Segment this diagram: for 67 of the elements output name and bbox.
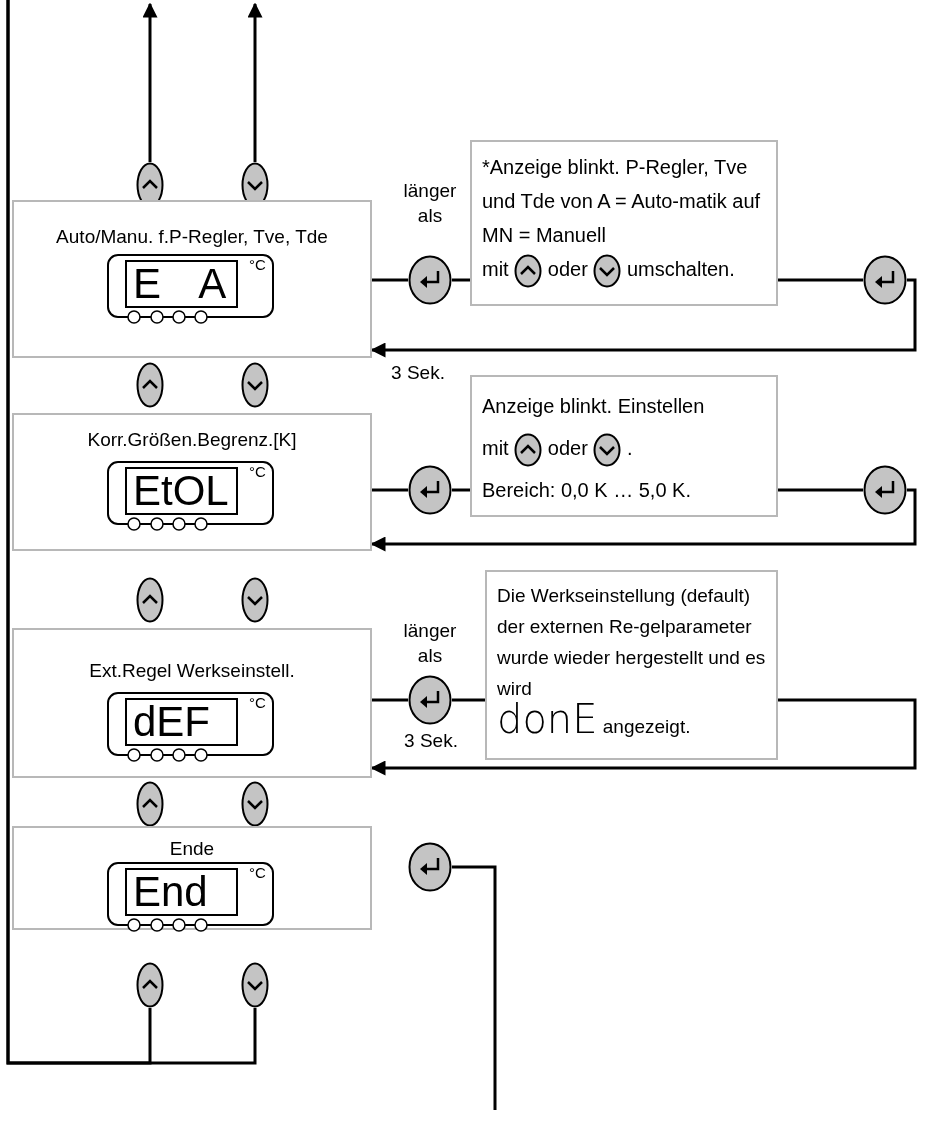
- arrow: [247, 2, 263, 162]
- display-readout: E A: [125, 260, 238, 308]
- display-readout: donE: [497, 696, 598, 742]
- connector-line: [452, 488, 470, 492]
- enter-key-icon: [408, 842, 452, 892]
- down-key-icon: [593, 253, 622, 288]
- lcd-display: [107, 862, 275, 934]
- panel-heading: Ende: [168, 838, 216, 860]
- down-key-icon: [241, 362, 269, 408]
- connector-line: [778, 278, 863, 282]
- info-text: oder: [547, 258, 588, 280]
- up-key-icon: [136, 362, 164, 408]
- display-readout: dEF: [125, 698, 238, 746]
- display-readout: EtOL: [125, 467, 238, 515]
- lcd-display: [107, 254, 275, 326]
- lcd-display: [107, 692, 275, 764]
- enter-key-icon: [408, 255, 452, 305]
- info-text: angezeigt.: [602, 716, 691, 737]
- display-readout: End: [125, 868, 238, 916]
- panel-heading: Auto/Manu. f.P-Regler, Tve, Tde: [55, 226, 329, 248]
- unit-label: °C: [249, 864, 266, 881]
- arrow: [142, 2, 158, 162]
- unit-label: °C: [249, 256, 266, 273]
- info-text: .: [626, 437, 633, 459]
- menu-panel: [12, 200, 372, 358]
- menu-panel: [12, 628, 372, 778]
- down-key-icon: [241, 781, 269, 827]
- menu-panel: [12, 413, 372, 551]
- menu-panel: [12, 826, 372, 930]
- connector-line: [778, 488, 863, 492]
- unit-label: °C: [249, 463, 266, 480]
- timing-note: 3 Sek.: [390, 361, 446, 385]
- connector-line: [452, 278, 470, 282]
- connector-line: [452, 698, 485, 702]
- up-key-icon: [136, 962, 164, 1008]
- down-key-icon: [593, 432, 622, 467]
- connector-line: [372, 698, 408, 702]
- unit-label: °C: [249, 694, 266, 711]
- panel-heading: Korr.Größen.Begrenz.[K]: [86, 429, 298, 451]
- info-text: Bereich: 0,0 K … 5,0 K.: [482, 479, 691, 501]
- info-box: [470, 140, 778, 306]
- info-text: mit: [482, 258, 509, 280]
- info-box: [485, 570, 778, 760]
- connector-line: [6, 0, 257, 1065]
- connector-line: [372, 488, 408, 492]
- info-text: Anzeige blinkt. Einstellen: [482, 395, 705, 417]
- up-key-icon: [514, 253, 543, 288]
- enter-key-icon: [863, 465, 907, 515]
- up-key-icon: [136, 781, 164, 827]
- down-key-icon: [241, 577, 269, 623]
- up-key-icon: [514, 432, 543, 467]
- down-key-icon: [241, 962, 269, 1008]
- enter-key-icon: [863, 255, 907, 305]
- timing-note: länger als: [402, 619, 458, 668]
- up-key-icon: [136, 577, 164, 623]
- connector-line: [452, 865, 497, 1110]
- info-text: oder: [547, 437, 588, 459]
- lcd-display: [107, 461, 275, 533]
- connector-line: [372, 278, 408, 282]
- enter-key-icon: [408, 675, 452, 725]
- info-text: umschalten.: [626, 258, 735, 280]
- info-box: [470, 375, 778, 517]
- info-text: mit: [482, 437, 509, 459]
- panel-heading: Ext.Regel Werkseinstell.: [88, 660, 296, 682]
- enter-key-icon: [408, 465, 452, 515]
- timing-note: 3 Sek.: [403, 729, 459, 753]
- timing-note: länger als: [402, 179, 458, 228]
